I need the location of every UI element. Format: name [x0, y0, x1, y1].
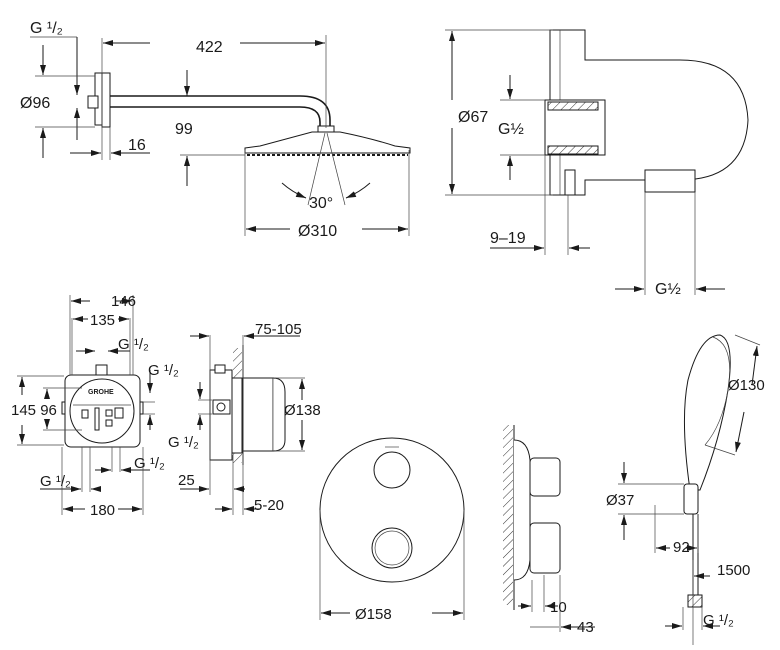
flange-diameter-label: Ø96: [20, 95, 50, 112]
outlet-diameter-label: Ø67: [458, 109, 488, 126]
front-total-width-label: 180: [90, 502, 115, 519]
wall-range-label: 9–19: [490, 230, 526, 247]
front-top-thread-label: G ¹/₂: [118, 336, 149, 353]
front-width-inner-label: 135: [90, 312, 115, 329]
hose-length-label: 1500: [717, 562, 750, 579]
arm-thread-label: G ¹/₂: [30, 20, 63, 37]
side-plaster-range-label: 5-20: [254, 497, 284, 514]
front-right-thread-label: G ¹/₂: [148, 362, 179, 379]
side-offset-label: 25: [178, 472, 195, 489]
front-height-labels: 145 96: [11, 402, 57, 419]
hand-shower-drawing: [618, 334, 761, 645]
side-depth-range-label: 75-105: [255, 321, 302, 338]
hose-thread-label: G ¹/₂: [703, 612, 734, 629]
holder-diameter-label: Ø37: [606, 492, 634, 509]
side-diameter-label: Ø138: [284, 402, 321, 419]
shower-arm-drawing: [30, 35, 411, 236]
front-width-outer-label: 146: [111, 293, 136, 310]
head-diameter-label: Ø310: [298, 223, 337, 240]
wall-outlet-drawing: [445, 29, 749, 295]
concealed-body-front-drawing: GROHE: [17, 295, 155, 515]
outlet-inlet-thread-label: G½: [498, 121, 524, 138]
front-bottom-right-thread-label: G ¹/₂: [134, 455, 165, 472]
front-bottom-left-thread-label: G ¹/₂: [40, 473, 71, 490]
side-thread-label: G ¹/₂: [168, 434, 199, 451]
trim-projection-label: 43: [577, 619, 594, 636]
head-drop-label: 99: [175, 121, 193, 138]
hand-shower-diameter-label: Ø130: [728, 377, 765, 394]
svg-text:GROHE: GROHE: [88, 389, 114, 396]
spray-angle-label: 30°: [309, 195, 333, 212]
trim-handle-offset-label: 10: [550, 599, 567, 616]
trim-plate-drawing: [319, 425, 595, 632]
trim-diameter-label: Ø158: [355, 606, 392, 623]
concealed-body-side-drawing: [180, 333, 305, 515]
holder-projection-label: 92: [673, 539, 690, 556]
flange-depth-label: 16: [128, 137, 146, 154]
arm-length-label: 422: [196, 39, 223, 56]
outlet-thread-label: G½: [655, 281, 681, 298]
